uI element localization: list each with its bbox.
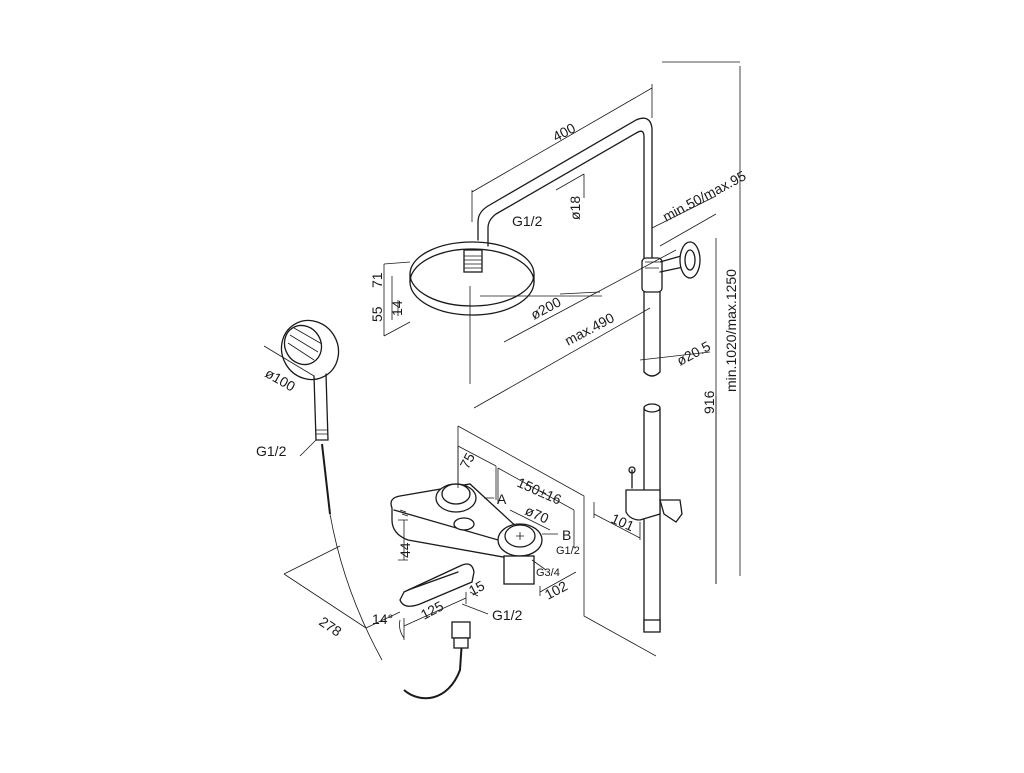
label-a: A — [497, 491, 507, 507]
dimension-lines — [263, 61, 741, 640]
wall-bracket — [659, 241, 701, 279]
shower-arm — [477, 117, 653, 259]
dim-71: 71 — [369, 272, 385, 288]
thermostatic-mixer — [390, 483, 543, 585]
label-g12-spout: G1/2 — [492, 607, 523, 623]
dim-70: ø70 — [523, 502, 552, 527]
label-g12-b: G1/2 — [556, 545, 580, 557]
dim-102: 102 — [542, 577, 570, 602]
rain-shower-head — [409, 241, 535, 316]
dim-18: ø18 — [567, 196, 583, 220]
dim-55: 55 — [369, 306, 385, 322]
label-g34: G3/4 — [536, 567, 560, 579]
dim-min1020-max1250: min.1020/max.1250 — [723, 269, 739, 392]
dim-14: 14 — [389, 300, 405, 316]
dim-20-5: ø20.5 — [674, 338, 713, 369]
dim-75: 75 — [457, 450, 479, 471]
dim-150: 150±16 — [515, 474, 564, 508]
label-g12-top: G1/2 — [512, 213, 543, 229]
bath-spout — [399, 563, 475, 607]
dim-14-degree: 14° — [372, 611, 393, 627]
label-g12-hand: G1/2 — [256, 443, 287, 459]
label-b: B — [562, 527, 571, 543]
slider-holder — [625, 466, 683, 523]
hose — [321, 443, 471, 700]
dim-15: 15 — [466, 577, 487, 599]
dim-278: 278 — [316, 613, 344, 639]
dim-44: 44 — [397, 542, 413, 558]
dim-200: ø200 — [528, 293, 564, 322]
dim-400: 400 — [550, 119, 578, 144]
dim-min50-max95: min.50/max.95 — [660, 167, 749, 224]
dim-916: 916 — [701, 390, 717, 414]
riser-pipe — [641, 257, 663, 633]
